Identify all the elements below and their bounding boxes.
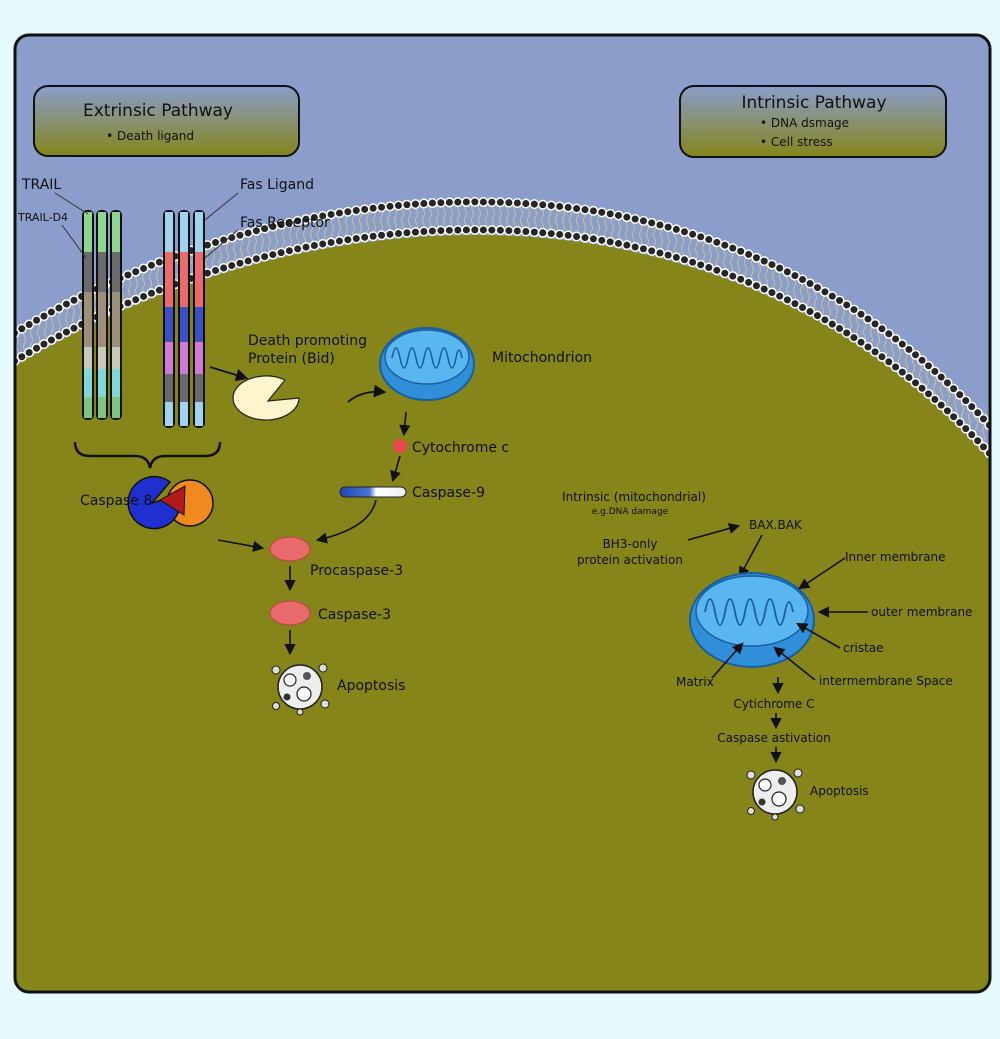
caspase-8-red-subunit xyxy=(159,485,186,516)
intrinsic-mito-label: Intrinsic (mitochondrial) xyxy=(562,490,706,504)
caspase-8-blue-subunit xyxy=(127,475,181,530)
mitochondrion-label: Mitochondrion xyxy=(492,350,592,366)
trail-leader xyxy=(54,192,89,215)
caspase-3-ellipse xyxy=(269,600,311,626)
caspase-9-capsule xyxy=(339,486,407,498)
fas-receptor-label: Fas Receptor xyxy=(240,215,330,231)
inner-membrane-label: Inner membrane xyxy=(845,550,946,564)
outer-membrane-label: outer membrane xyxy=(871,605,972,619)
fas-ligand-leader xyxy=(204,192,239,221)
fas-rod-3 xyxy=(193,210,205,428)
arrow-bh3-to-baxbak xyxy=(687,523,741,541)
trail-rod-2 xyxy=(96,210,108,420)
cytochrome-c-label: Cytochrome c xyxy=(412,440,509,456)
procaspase-3-label: Procaspase-3 xyxy=(310,563,403,579)
caspase-8-complex: Caspase 8 xyxy=(80,475,214,530)
apoptotic-cell-left xyxy=(271,663,330,716)
bh3-only-label: BH3-only xyxy=(603,537,658,551)
arrow-casp9-to-procasp3 xyxy=(315,499,377,544)
eg-dna-damage-label: e.g.DNA damage xyxy=(592,507,669,517)
arrow-bid-to-mito xyxy=(347,384,387,403)
bax-bak-label: BAX.BAK xyxy=(749,518,803,532)
caspase-activation-label: Caspase astivation xyxy=(717,731,831,745)
trail-d4-label: TRAIL-D4 xyxy=(17,211,68,224)
intermembrane-label: intermembrane Space xyxy=(819,674,953,688)
trail-rod-1 xyxy=(82,210,94,420)
apoptotic-cell-right xyxy=(746,768,805,821)
intrinsic-item-cell-stress: • Cell stress xyxy=(760,135,833,149)
extrinsic-pathway-box: Extrinsic Pathway • Death ligand xyxy=(33,85,300,157)
arrow-fas-to-bid xyxy=(209,366,249,382)
caspase-9-label: Caspase-9 xyxy=(412,485,485,501)
fas-receptor-leader xyxy=(204,229,239,259)
trail-rod-3 xyxy=(110,210,122,420)
matrix-label: Matrix xyxy=(676,675,714,689)
arrow-inner-membrane xyxy=(798,557,846,590)
trail-label: TRAIL xyxy=(21,177,61,193)
cytoplasm xyxy=(15,234,990,992)
procaspase-3-ellipse xyxy=(269,536,311,562)
trail-receptor xyxy=(82,210,122,420)
fas-receptor xyxy=(163,210,205,428)
arrow-cristae xyxy=(796,622,841,649)
bid-label: Protein (Bid) xyxy=(248,351,335,367)
cytochrome-c-detail-label: Cytichrome C xyxy=(734,697,815,711)
arrow-intermembrane xyxy=(773,646,816,681)
extrinsic-title: Extrinsic Pathway xyxy=(83,101,233,121)
apoptosis-detail-label: Apoptosis xyxy=(810,784,869,798)
cytochrome-c-dot xyxy=(393,439,407,453)
trail-d4-leader xyxy=(61,224,87,259)
mitochondrion-detail xyxy=(689,572,815,668)
arrow-casp8-to-procasp3 xyxy=(217,539,265,552)
arrow-baxbak-to-mito xyxy=(738,534,763,578)
arrow-cytc-to-casp9 xyxy=(390,455,401,483)
intrinsic-pathway-box: Intrinsic Pathway • DNA dsmage • Cell st… xyxy=(679,85,947,158)
arrow-mito-to-cytc xyxy=(399,411,411,437)
death-promoting-label: Death promoting xyxy=(248,333,367,349)
intrinsic-item-dna-damage: • DNA dsmage xyxy=(760,116,849,130)
protein-activation-label: protein activation xyxy=(577,553,683,567)
receptor-brace xyxy=(73,441,222,469)
diagram-frame xyxy=(13,33,992,994)
mitochondrion-top xyxy=(379,327,475,401)
fas-ligand-label: Fas Ligand xyxy=(240,177,314,193)
caspase-3-label: Caspase-3 xyxy=(318,607,391,623)
arrow-matrix xyxy=(711,642,744,679)
caspase-8-label: Caspase 8 xyxy=(80,493,152,509)
fas-rod-2 xyxy=(178,210,190,428)
fas-rod-1 xyxy=(163,210,175,428)
extrinsic-item-death-ligand: • Death ligand xyxy=(106,129,194,143)
bid-protein: Death promoting Protein (Bid) xyxy=(232,333,367,421)
cristae-label: cristae xyxy=(843,641,884,655)
apoptosis-label: Apoptosis xyxy=(337,678,405,694)
cell-background xyxy=(15,35,990,992)
intrinsic-title: Intrinsic Pathway xyxy=(742,93,887,113)
